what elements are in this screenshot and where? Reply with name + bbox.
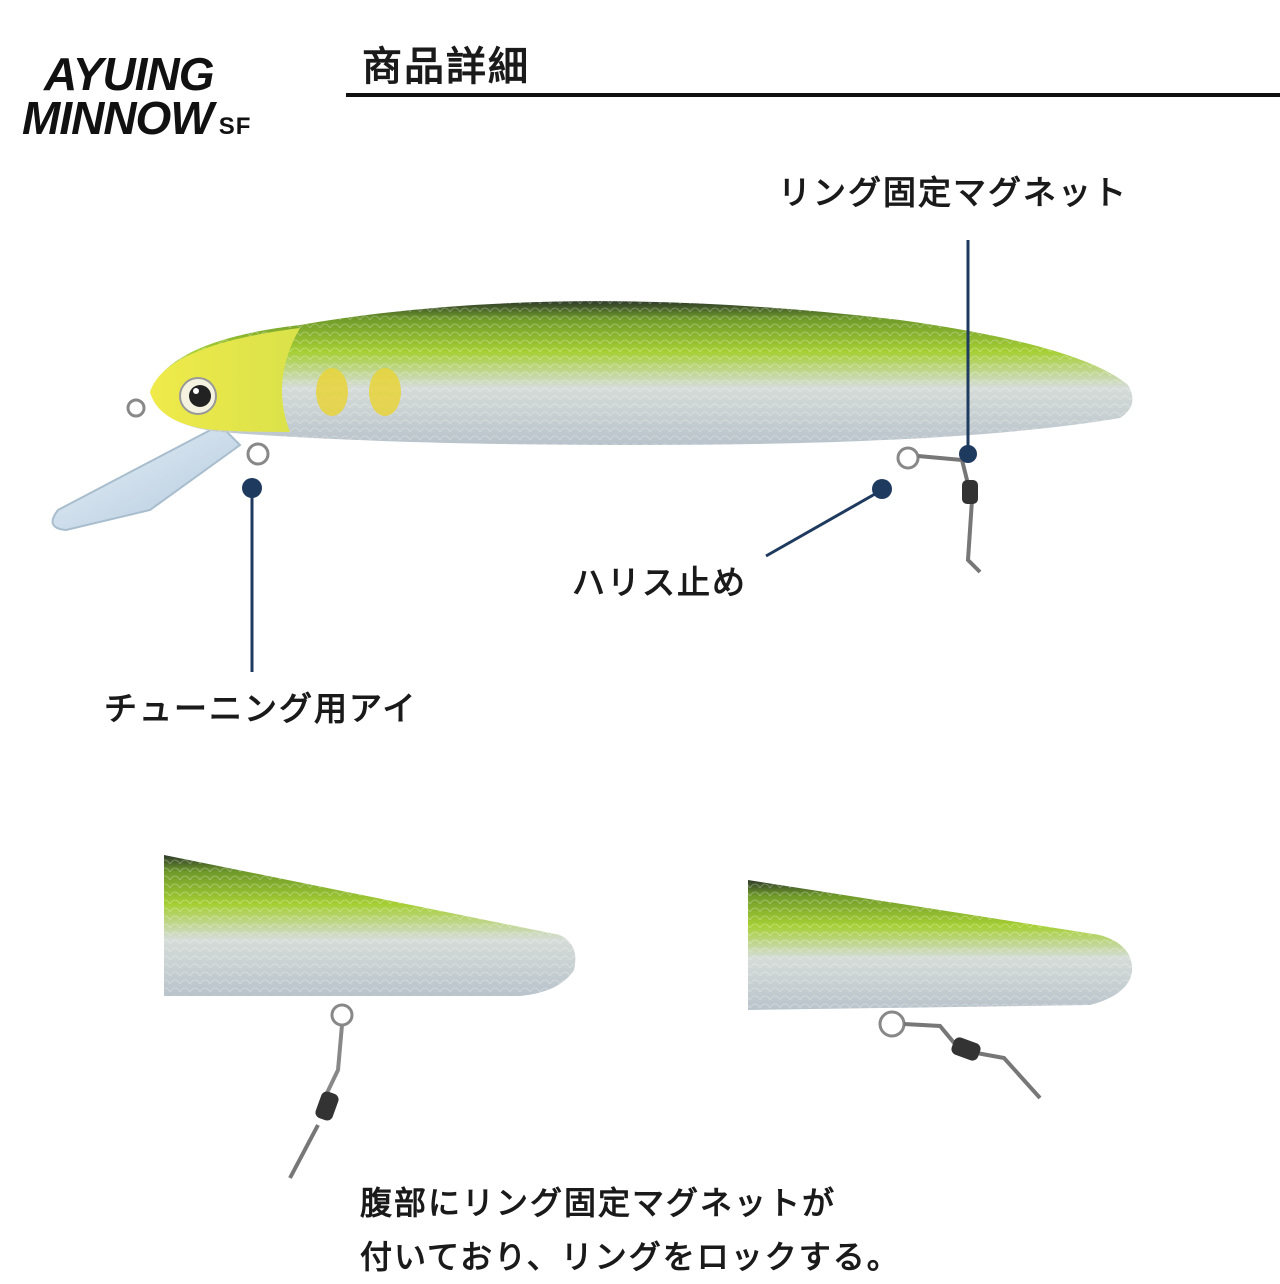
lure-spot-1	[316, 368, 348, 416]
description-line-1: 腹部にリング固定マグネットが	[360, 1184, 837, 1222]
feature-description: 腹部にリング固定マグネットが 付いており、リングをロックする。	[360, 1176, 901, 1284]
belly-ring	[896, 446, 920, 470]
callout-dot-tuning	[242, 478, 262, 498]
description-line-2: 付いており、リングをロックする。	[360, 1238, 901, 1276]
callout-tuning-eye: チューニング用アイ	[104, 689, 418, 728]
line-tie-ring	[126, 398, 146, 418]
callout-ring-magnet: リング固定マグネット	[778, 173, 1128, 212]
snap-swivel	[917, 454, 982, 574]
callout-harisu-stopper: ハリス止め	[572, 563, 747, 602]
callout-line-harisu	[765, 488, 883, 558]
detail-crop-left	[164, 855, 576, 1179]
callout-dot-harisu	[872, 479, 892, 499]
lure-lip	[51, 423, 242, 532]
tuning-eye-ring	[246, 442, 270, 466]
lure-spot-2	[369, 368, 401, 416]
logo-line-1: AYUING	[44, 48, 215, 100]
detail-crop-right	[748, 880, 1133, 1100]
header-divider	[346, 93, 1280, 97]
page-title: 商品詳細	[362, 44, 530, 90]
callout-dot-magnet	[959, 445, 977, 463]
lure-head	[150, 328, 300, 432]
lure-main	[51, 301, 1133, 574]
logo-suffix: SF	[218, 113, 252, 140]
